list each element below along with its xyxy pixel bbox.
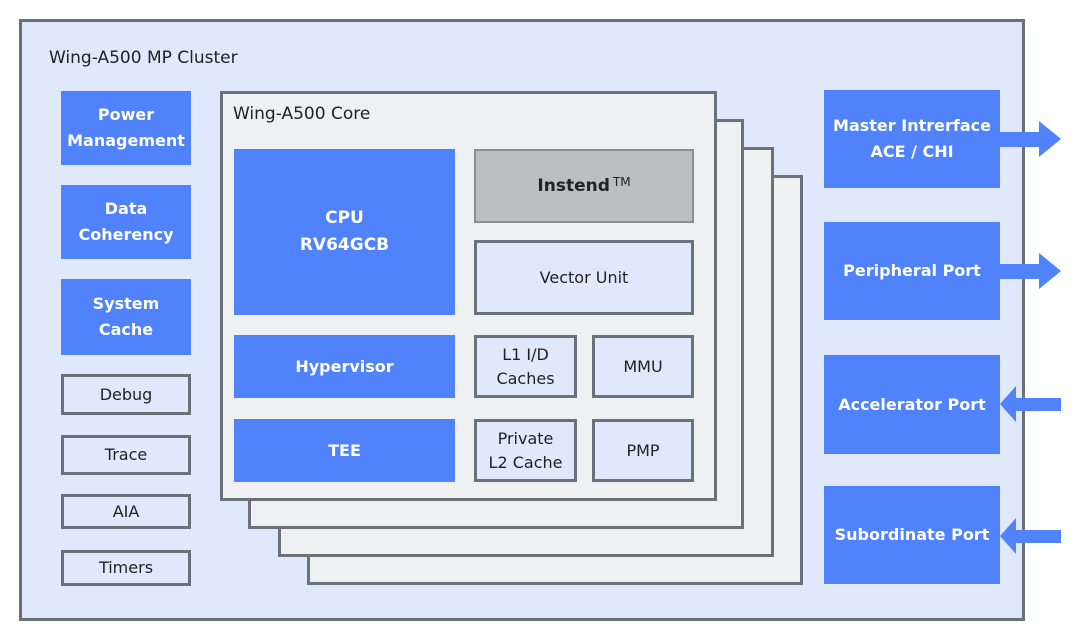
l1-caches-line2: Caches — [496, 368, 555, 388]
debug-label: Debug — [99, 384, 153, 404]
subordinate-in-arrow-icon — [1000, 518, 1061, 554]
tee-block[interactable]: TEE — [234, 419, 455, 482]
data-coherency-block[interactable]: Data Coherency — [61, 185, 191, 259]
l1-caches-block[interactable]: L1 I/D Caches — [474, 335, 577, 398]
aia-label: AIA — [112, 501, 140, 521]
l2-cache-block[interactable]: Private L2 Cache — [474, 419, 577, 482]
hypervisor-block[interactable]: Hypervisor — [234, 335, 455, 398]
subordinate-port-label: Subordinate Port — [834, 525, 990, 544]
peripheral-port[interactable]: Peripheral Port — [824, 222, 1000, 320]
vector-unit-label: Vector Unit — [539, 267, 629, 287]
cpu-block[interactable]: CPU RV64GCB — [234, 149, 455, 315]
cpu-label: CPU — [325, 208, 364, 228]
debug-block[interactable]: Debug — [61, 374, 191, 415]
trademark-mark: TM — [612, 175, 631, 189]
master-interface-protocol: ACE / CHI — [870, 142, 954, 161]
vector-unit-block[interactable]: Vector Unit — [474, 240, 694, 315]
trace-block[interactable]: Trace — [61, 435, 191, 475]
accelerator-port[interactable]: Accelerator Port — [824, 355, 1000, 454]
subordinate-port[interactable]: Subordinate Port — [824, 486, 1000, 584]
cpu-isa-label: RV64GCB — [299, 235, 390, 255]
cluster-title: Wing-A500 MP Cluster — [49, 48, 238, 68]
mmu-block[interactable]: MMU — [592, 335, 694, 398]
l2-cache-line2: L2 Cache — [488, 452, 563, 472]
pmp-block[interactable]: PMP — [592, 419, 694, 482]
hypervisor-label: Hypervisor — [295, 356, 394, 376]
mmu-label: MMU — [623, 356, 663, 376]
master-interface-port[interactable]: Master Intrerface ACE / CHI — [824, 90, 1000, 188]
l2-cache-line1: Private — [497, 428, 554, 448]
system-cache-block[interactable]: System Cache — [61, 279, 191, 355]
timers-block[interactable]: Timers — [61, 550, 191, 586]
l1-caches-line1: L1 I/D — [502, 344, 549, 364]
pmp-label: PMP — [626, 440, 660, 460]
master-interface-label: Master Intrerface — [833, 116, 991, 135]
aia-block[interactable]: AIA — [61, 494, 191, 529]
master-interface-out-arrow-icon — [1000, 121, 1061, 157]
core-title: Wing-A500 Core — [233, 104, 371, 124]
power-management-label: Power Management — [67, 105, 185, 150]
peripheral-port-label: Peripheral Port — [843, 261, 981, 280]
accelerator-in-arrow-icon — [1000, 386, 1061, 422]
tee-label: TEE — [328, 440, 361, 460]
instend-label: Instend — [537, 176, 610, 196]
trace-label: Trace — [104, 445, 148, 464]
peripheral-out-arrow-icon — [1000, 253, 1061, 289]
data-coherency-label: Data Coherency — [78, 199, 174, 244]
system-cache-label: System Cache — [92, 294, 160, 339]
timers-label: Timers — [98, 558, 154, 577]
accelerator-port-label: Accelerator Port — [838, 394, 986, 414]
power-management-block[interactable]: Power Management — [61, 91, 191, 165]
